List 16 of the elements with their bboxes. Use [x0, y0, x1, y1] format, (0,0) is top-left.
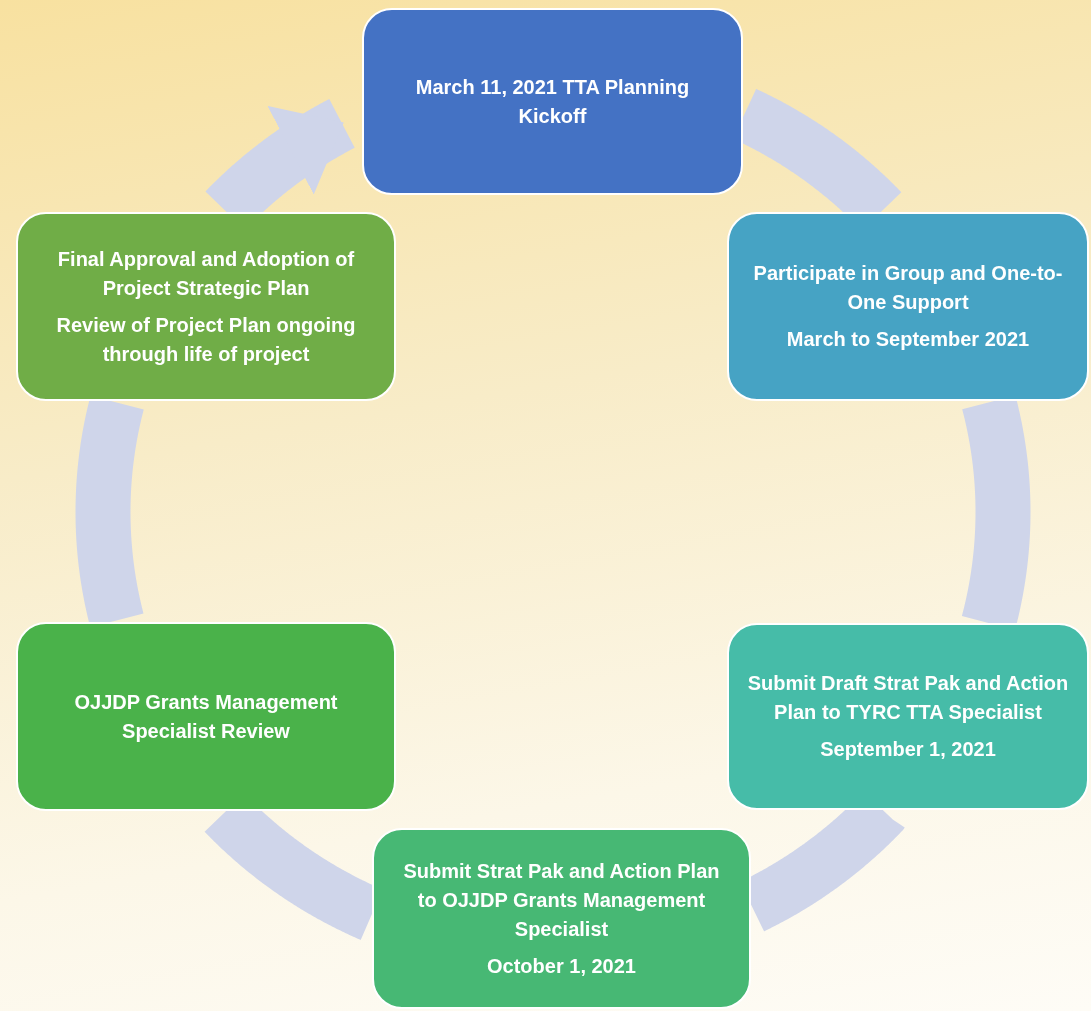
step-box [362, 8, 743, 195]
step-box [727, 623, 1089, 810]
step-title: OJJDP Grants Management Specialist Review [73, 689, 339, 744]
step-title: Final Approval and Adoption of Project Strategic Plan [56, 246, 356, 301]
step-box [727, 212, 1089, 401]
step-detail: September 1, 2021 [820, 737, 996, 762]
step-title: Participate in Group and One-to-One Support [752, 261, 1064, 315]
step-detail: October 1, 2021 [487, 953, 636, 979]
step-box [372, 828, 751, 1009]
step-box [16, 212, 396, 401]
step-title: Submit Draft Strat Pak and Action Plan to TYRC TTA Specialist [747, 671, 1069, 725]
step-box [16, 622, 396, 811]
step-title: March 11, 2021 TTA Planning Kickoff [414, 74, 691, 129]
step-detail: Review of Project Plan ongoing through life of project [55, 312, 357, 367]
step-title: Submit Strat Pak and Action Plan to OJJDP Grants Management Specialist [402, 858, 721, 942]
step-detail: March to September 2021 [786, 327, 1030, 352]
